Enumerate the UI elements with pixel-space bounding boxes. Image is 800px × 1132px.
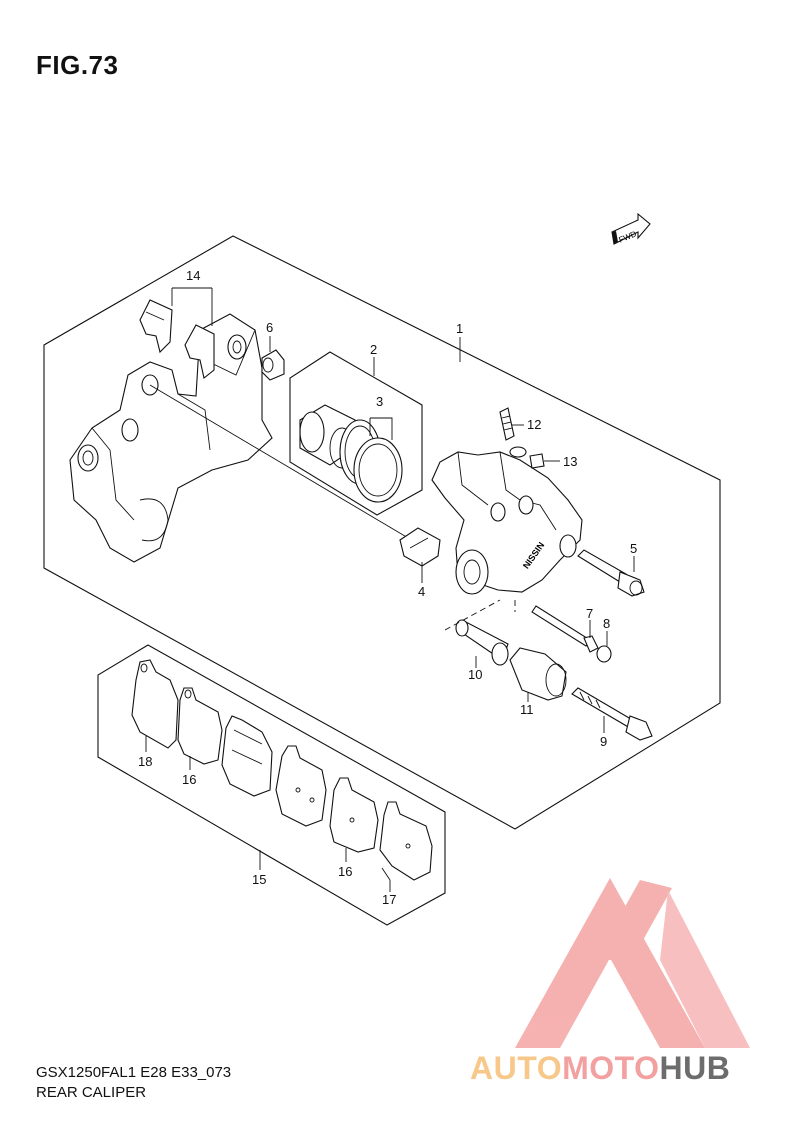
slide-pin-upper-part bbox=[577, 549, 645, 597]
callout-9: 9 bbox=[600, 734, 607, 749]
alignment-line-bracket bbox=[149, 384, 421, 546]
brake-pad-set-outline bbox=[97, 644, 446, 926]
piston-seals-part bbox=[339, 419, 403, 503]
slide-pin-boot-part bbox=[596, 645, 612, 663]
callout-2: 2 bbox=[370, 342, 377, 357]
callout-13: 13 bbox=[563, 454, 577, 469]
brake-pad-shim bbox=[221, 715, 273, 797]
callout-7: 7 bbox=[586, 606, 593, 621]
section-name: REAR CALIPER bbox=[36, 1084, 147, 1101]
sleeve-part bbox=[455, 619, 509, 666]
brake-pad-inner-c bbox=[329, 777, 379, 853]
pad-retainer-part bbox=[399, 527, 441, 567]
caliper-bracket bbox=[69, 313, 273, 563]
figure-title: FIG.73 bbox=[36, 50, 119, 80]
callout-4: 4 bbox=[418, 584, 425, 599]
callout-18: 18 bbox=[138, 754, 152, 769]
brake-pad-inner-b bbox=[275, 745, 327, 827]
forward-arrow-icon bbox=[611, 212, 651, 245]
callout-8: 8 bbox=[603, 616, 610, 631]
callout-10: 10 bbox=[468, 667, 482, 682]
watermark-word-1: AUTO bbox=[470, 1050, 563, 1086]
rubber-boot-part bbox=[261, 349, 285, 381]
brake-pad-outer bbox=[131, 659, 179, 749]
slide-pin-lower-part bbox=[531, 605, 599, 653]
callout-16b: 16 bbox=[338, 864, 352, 879]
callout-17: 17 bbox=[382, 892, 396, 907]
brake-pad-inner-d bbox=[379, 801, 433, 881]
callout-1: 1 bbox=[456, 321, 463, 336]
watermark-word-3: HUB bbox=[659, 1050, 731, 1086]
caliper-body bbox=[431, 451, 583, 595]
callout-5: 5 bbox=[630, 541, 637, 556]
callout-15: 15 bbox=[252, 872, 266, 887]
caliper-assembly-outline bbox=[43, 235, 721, 830]
bleeder-valve-part bbox=[499, 407, 515, 441]
callout-6: 6 bbox=[266, 320, 273, 335]
callout-14: 14 bbox=[186, 268, 200, 283]
caliper-bolt-part bbox=[571, 687, 653, 741]
callout-numbers: 1 2 3 4 5 6 7 8 9 10 11 12 13 14 15 16 1… bbox=[138, 268, 637, 907]
watermark-word-2: MOTO bbox=[562, 1050, 660, 1086]
piston-seal-outline bbox=[289, 351, 423, 516]
callout-16a: 16 bbox=[182, 772, 196, 787]
bleeder-cap-part bbox=[509, 446, 545, 469]
callout-12: 12 bbox=[527, 417, 541, 432]
brake-pad-inner-a bbox=[177, 687, 223, 765]
dust-boot-part bbox=[509, 647, 567, 701]
callout-11: 11 bbox=[520, 702, 534, 717]
pad-spring-clips bbox=[139, 299, 215, 379]
callout-3: 3 bbox=[376, 394, 383, 409]
watermark-logo-text: AUTOMOTOHUB bbox=[470, 1050, 730, 1087]
leader-lines bbox=[145, 287, 635, 892]
model-code: GSX1250FAL1 E28 E33_073 bbox=[36, 1064, 232, 1081]
watermark-triangle-logo bbox=[515, 878, 750, 1048]
alignment-line-caliper bbox=[444, 599, 516, 631]
